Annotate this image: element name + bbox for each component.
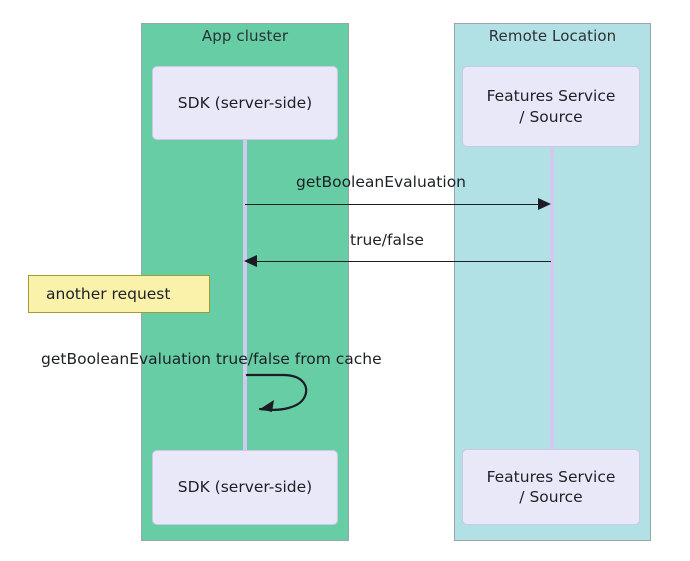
message-2-label: true/false <box>350 231 424 249</box>
message-2-label-backdrop <box>349 206 454 261</box>
lifeline-sdk <box>243 140 247 450</box>
message-2-line <box>246 261 551 262</box>
participant-features-service-top: Features Service / Source <box>462 66 640 147</box>
message-3-label: getBooleanEvaluation true/false from cac… <box>41 350 382 368</box>
message-1-arrowhead-icon <box>538 198 551 210</box>
message-1-label: getBooleanEvaluation <box>296 173 467 191</box>
message-2-arrowhead-icon <box>244 255 257 267</box>
note-another-request: another request <box>28 275 210 313</box>
lifeline-features-service <box>550 147 554 449</box>
participant-features-service-bottom: Features Service / Source <box>462 449 640 525</box>
participant-sdk-top: SDK (server-side) <box>152 66 338 140</box>
message-1-line <box>245 204 540 205</box>
message-3-self-loop-arrow-icon <box>245 373 308 412</box>
group-remote-location-title: Remote Location <box>488 27 617 45</box>
participant-sdk-bottom: SDK (server-side) <box>152 450 338 525</box>
message-1-label-backdrop <box>349 150 454 204</box>
group-app-cluster-title: App cluster <box>201 27 289 45</box>
